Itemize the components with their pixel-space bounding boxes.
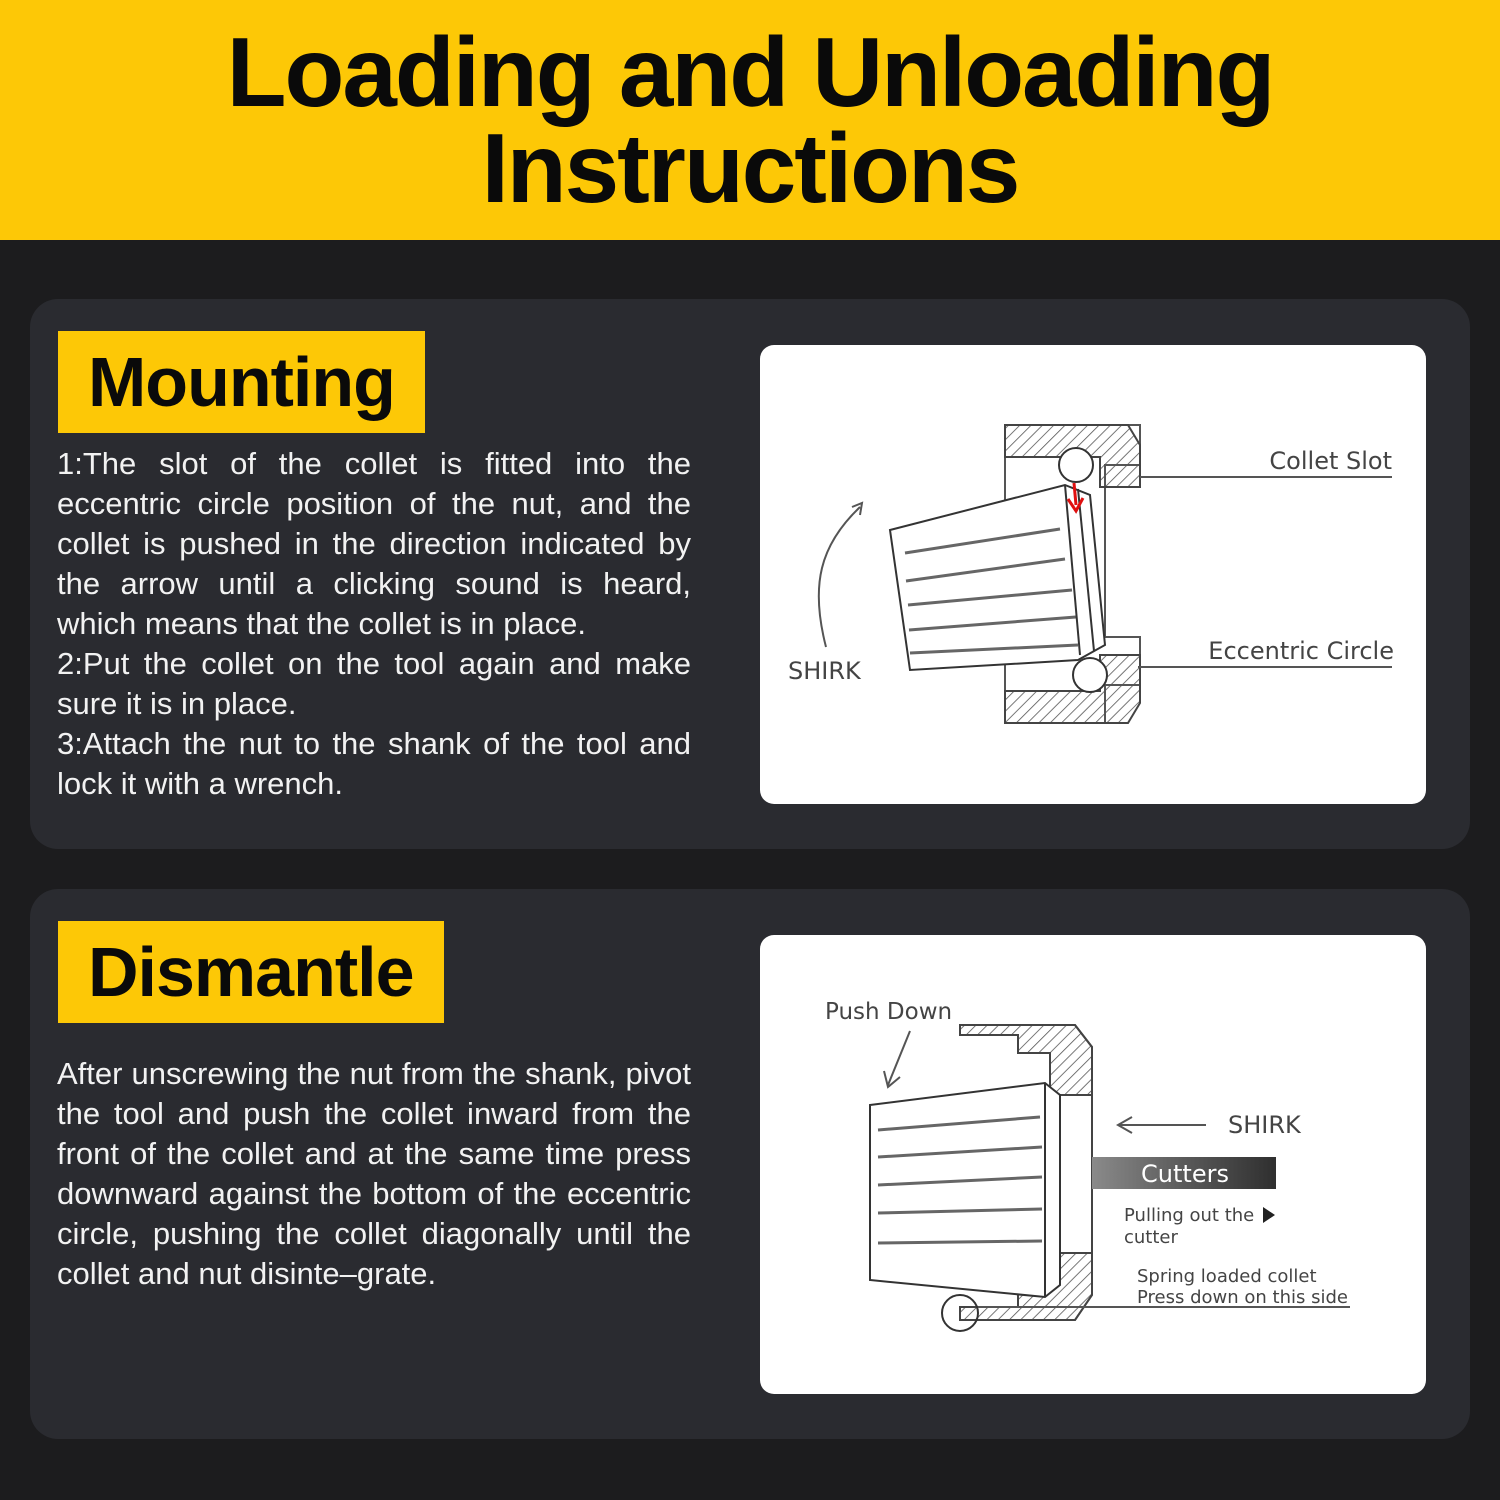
dismantle-panel: Dismantle After unscrewing the nut from … <box>30 889 1470 1439</box>
pulling-arrow-icon <box>1263 1207 1275 1223</box>
shirk-label: SHIRK <box>1228 1111 1302 1139</box>
header-banner: Loading and Unloading Instructions <box>0 0 1500 240</box>
push-down-arrow-icon <box>883 1030 911 1089</box>
red-arrow-icon <box>1066 482 1085 514</box>
collet-icon <box>869 1081 1061 1299</box>
spring-label-line-1: Spring loaded collet <box>1137 1266 1317 1287</box>
cutters-label: Cutters <box>1141 1160 1229 1188</box>
push-down-label: Push Down <box>825 999 952 1025</box>
mounting-diagram: Collet Slot Eccentric Circle SHIRK <box>760 345 1426 804</box>
mounting-step-2: 2:Put the collet on the tool again and m… <box>57 646 691 721</box>
collet-slot-circle-icon <box>1058 447 1094 483</box>
pulling-label-line-1: Pulling out the <box>1124 1205 1254 1226</box>
mounting-panel: Mounting 1:The slot of the collet is fit… <box>30 299 1470 849</box>
eccentric-circle-icon <box>941 1294 979 1332</box>
collet-slot-label: Collet Slot <box>1269 447 1392 475</box>
cutter-bar-icon <box>1092 1157 1276 1189</box>
page-title-line-1: Loading and Unloading <box>226 17 1276 127</box>
shirk-label: SHIRK <box>788 657 862 685</box>
mounting-step-1: 1:The slot of the collet is fitted into … <box>57 446 691 641</box>
mounting-diagram-svg: Collet Slot Eccentric Circle SHIRK <box>788 424 1394 724</box>
dismantle-diagram-svg: Cutters Push Down SHIRK Pulling out the … <box>825 999 1350 1332</box>
dismantle-tag: Dismantle <box>58 921 444 1023</box>
pulling-label-line-2: cutter <box>1124 1227 1178 1248</box>
eccentric-circle-icon <box>1072 657 1108 693</box>
page-title-line-2: Instructions <box>481 113 1021 223</box>
dismantle-instructions: After unscrewing the nut from the shank,… <box>57 1056 691 1291</box>
mounting-tag: Mounting <box>58 331 425 433</box>
mounting-step-3: 3:Attach the nut to the shank of the too… <box>57 726 691 801</box>
curved-arrow-icon <box>817 501 864 648</box>
collet-icon <box>888 483 1107 672</box>
mounting-instructions: 1:The slot of the collet is fitted into … <box>57 444 691 804</box>
spring-label-line-2: Press down on this side <box>1137 1287 1348 1308</box>
dismantle-diagram: Cutters Push Down SHIRK Pulling out the … <box>760 935 1426 1394</box>
shirk-arrow-icon <box>1115 1116 1206 1134</box>
eccentric-circle-label: Eccentric Circle <box>1208 637 1394 665</box>
